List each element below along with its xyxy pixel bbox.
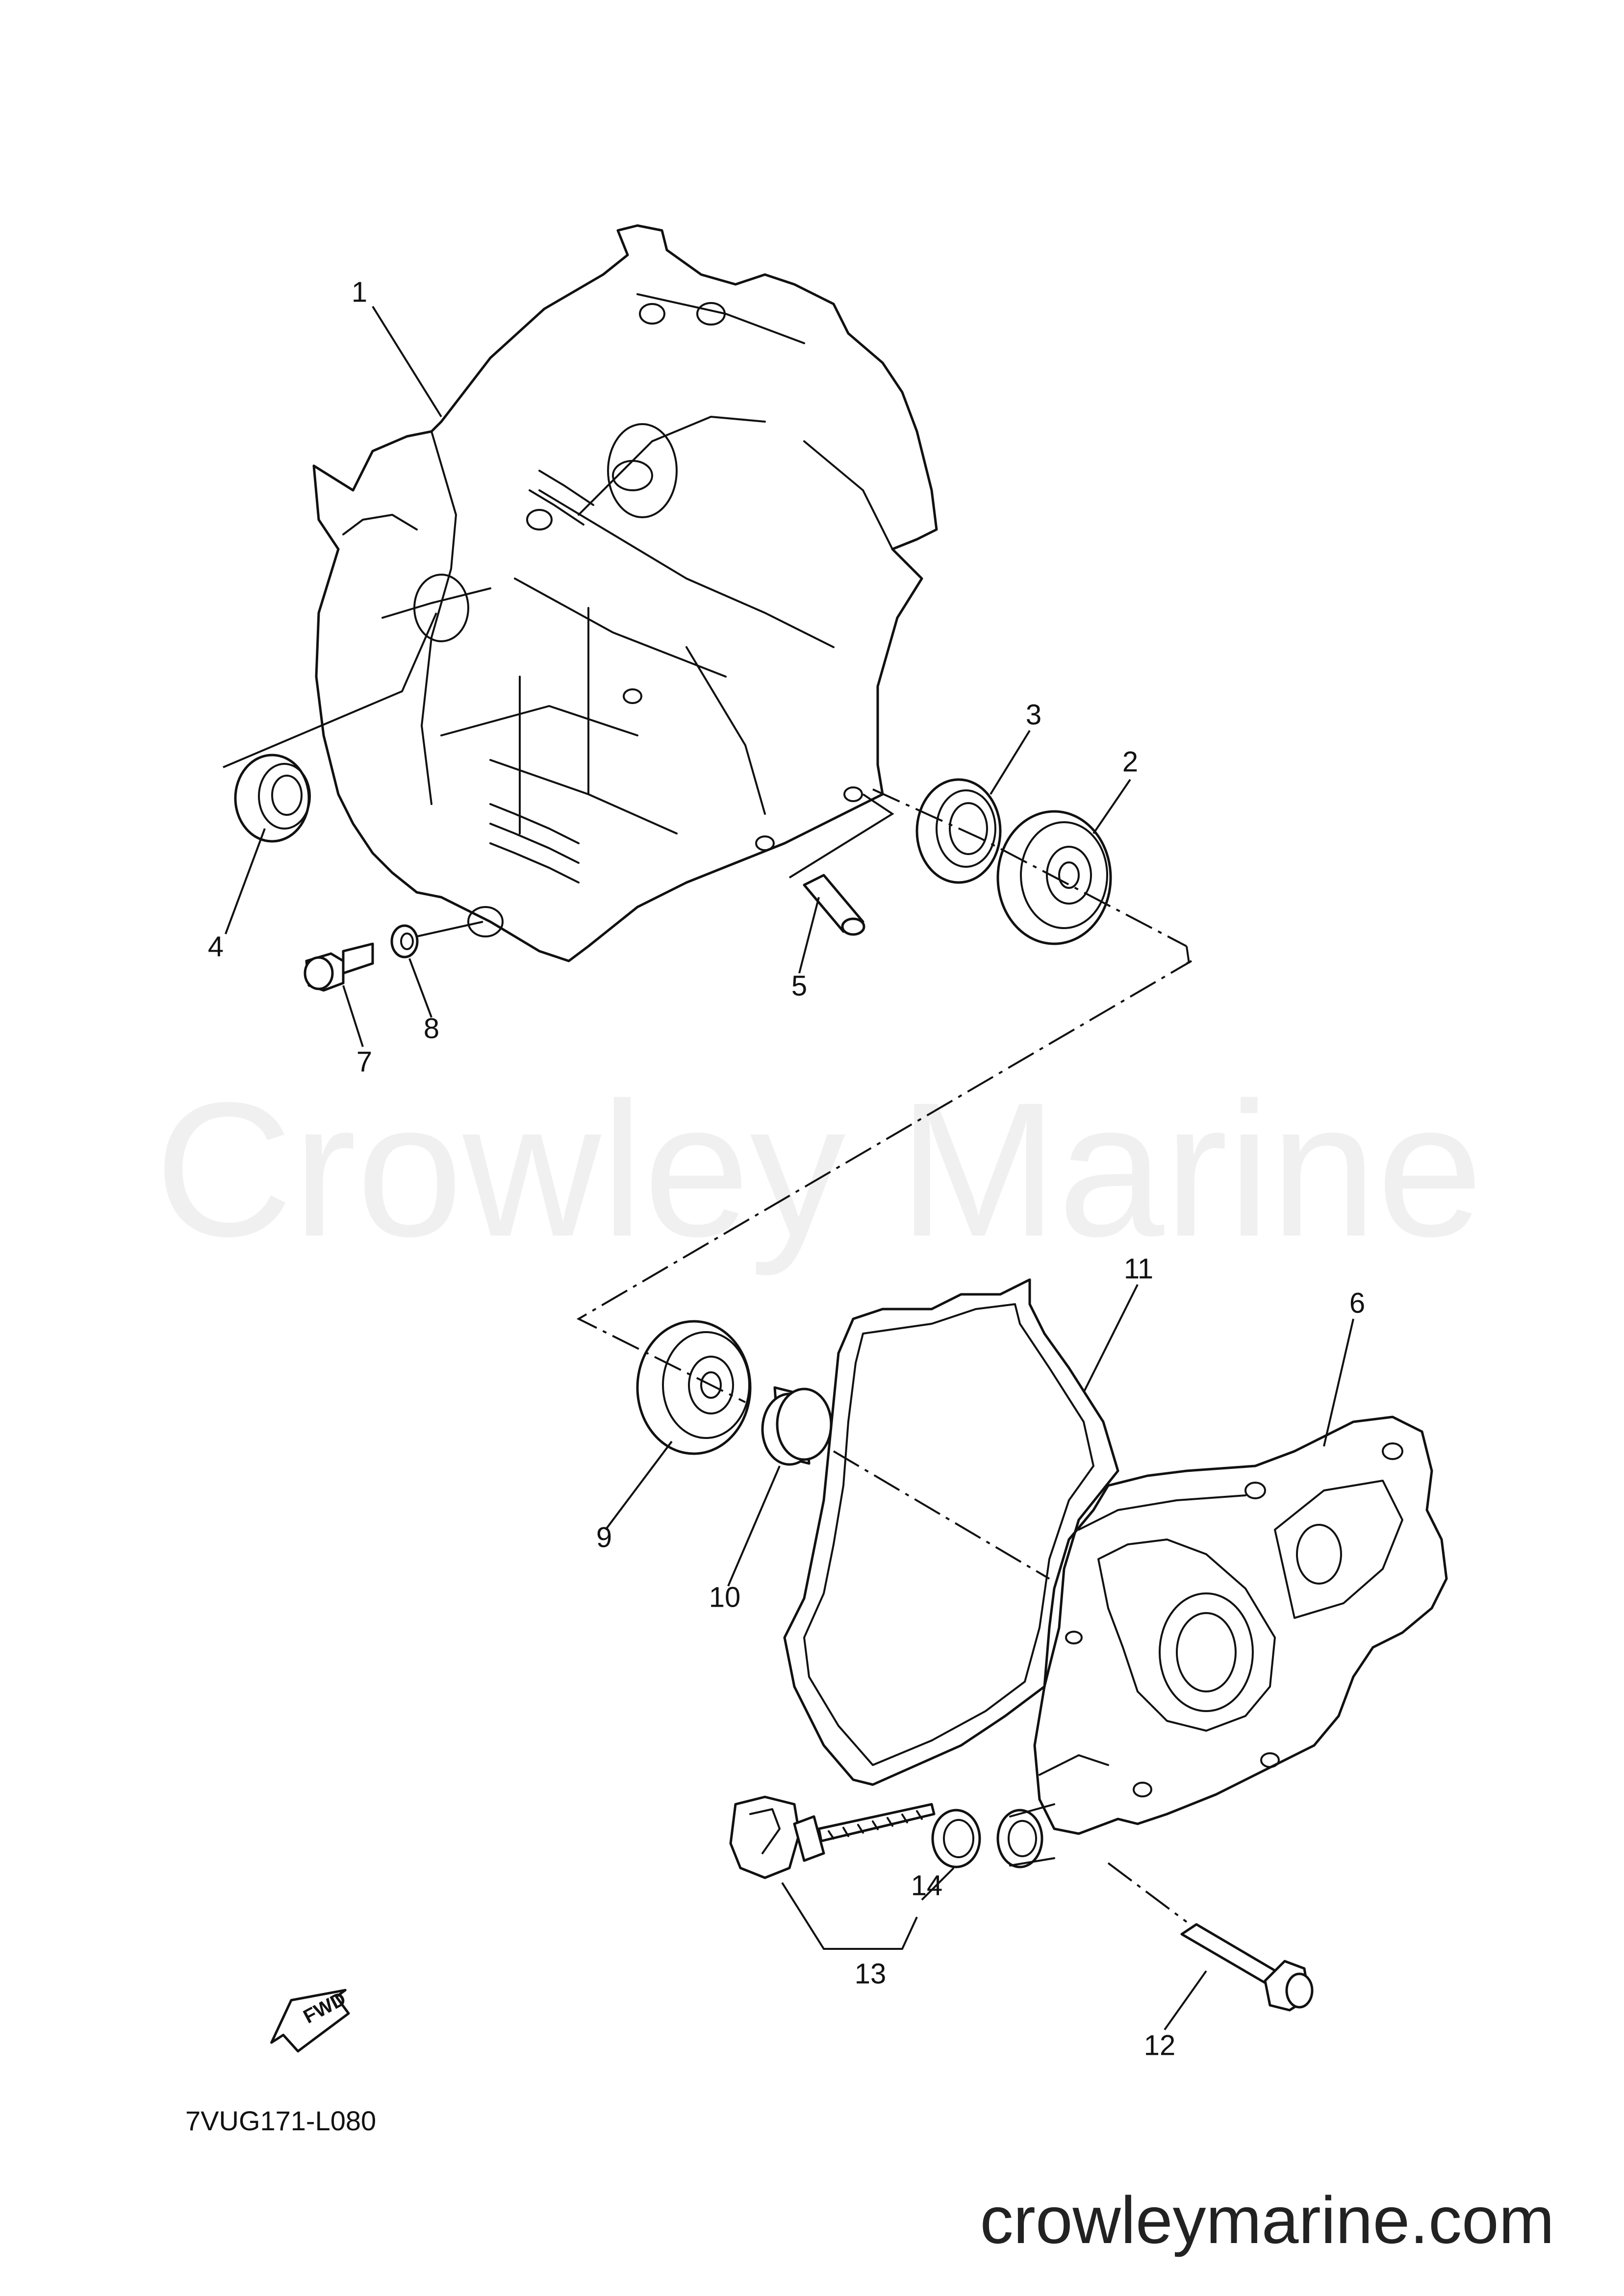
crankcase-part-1 xyxy=(312,224,938,962)
website-text: crowleymarine.com xyxy=(980,2183,1554,2257)
assembly-line-8 xyxy=(416,921,483,937)
callout-8: 8 xyxy=(424,1012,439,1044)
callout-5: 5 xyxy=(791,970,807,1002)
gasket-inner-edge xyxy=(803,1303,1094,1766)
diagram-code: 7VUG171-L080 xyxy=(185,2105,376,2136)
crank-axis-lower xyxy=(833,1450,1050,1580)
callout-4: 4 xyxy=(208,931,224,962)
dipstick-part-13 xyxy=(729,1795,936,1879)
callout-6: 6 xyxy=(1349,1287,1365,1319)
callout-2: 2 xyxy=(1122,746,1138,778)
bolt-part-12 xyxy=(1180,1923,1314,2012)
callout-12: 12 xyxy=(1144,2029,1176,2061)
oil-seal-part-4 xyxy=(234,754,311,843)
callout-7: 7 xyxy=(356,1046,372,1078)
callout-10: 10 xyxy=(709,1581,741,1613)
plug-part-10 xyxy=(761,1386,833,1466)
washer-part-8 xyxy=(390,924,419,959)
callout-3: 3 xyxy=(1026,699,1041,731)
callout-9: 9 xyxy=(596,1521,612,1553)
watermark-text: Crowley Marine xyxy=(154,1062,1483,1277)
callout-14: 14 xyxy=(911,1869,943,1901)
crankcase-cover-part-6 xyxy=(1033,1415,1448,1835)
filler-neck xyxy=(996,1803,1055,1868)
o-ring-part-14 xyxy=(931,1809,981,1868)
assembly-line-4 xyxy=(223,612,437,768)
bearing-part-9 xyxy=(636,1320,752,1455)
drain-bolt-part-7 xyxy=(304,942,374,992)
assembly-line-crank xyxy=(1186,946,1190,964)
callout-1: 1 xyxy=(352,276,367,308)
bolt-axis-12 xyxy=(1107,1862,1188,1923)
assembly-line-5 xyxy=(788,793,894,879)
oil-seal-part-3 xyxy=(915,778,1002,884)
callout-labels: 1 2 3 4 5 6 7 8 9 10 11 12 13 14 xyxy=(208,276,1365,2061)
leader-lines xyxy=(225,305,1354,2031)
dowel-pin-part-5 xyxy=(803,874,865,936)
callout-11: 11 xyxy=(1124,1253,1153,1285)
crank-axis-upper xyxy=(872,788,1187,947)
callout-13: 13 xyxy=(855,1958,887,1990)
fwd-arrow-icon: FWD xyxy=(270,1988,350,2053)
gasket-part-11 xyxy=(783,1278,1119,1786)
